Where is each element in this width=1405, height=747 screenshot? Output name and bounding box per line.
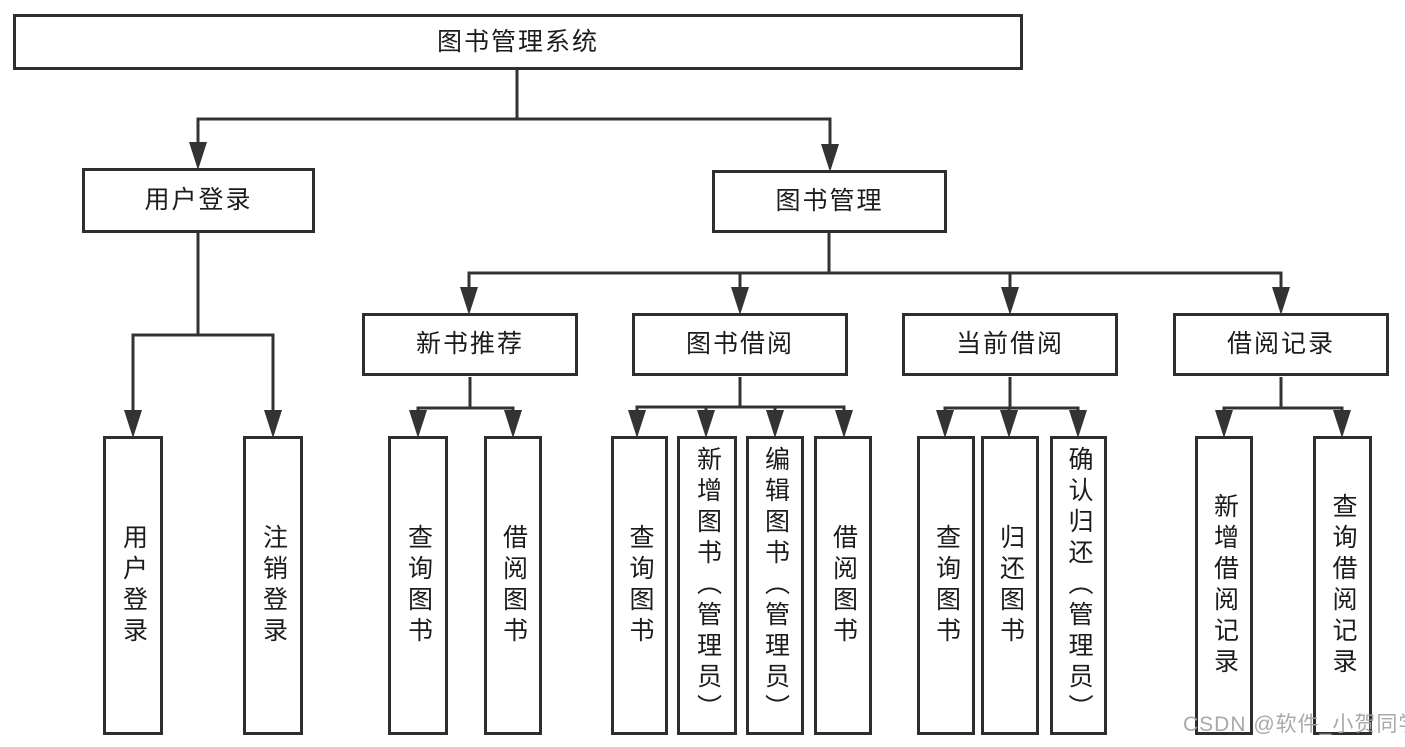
node-book-borrowing: 图书借阅 — [632, 313, 848, 376]
leaf-add-book-admin: 新增图书（管理员） — [677, 436, 737, 735]
leaf-user-login-label: 用户登录 — [119, 523, 148, 648]
node-book-borrowing-label: 图书借阅 — [685, 330, 794, 358]
leaf-query-books-recommend: 查询图书 — [388, 436, 448, 735]
leaf-query-books-current-label: 查询图书 — [932, 523, 961, 648]
node-book-management: 图书管理 — [712, 170, 947, 233]
leaf-borrow-books-recommend: 借阅图书 — [484, 436, 542, 735]
leaf-query-books-current: 查询图书 — [917, 436, 975, 735]
leaf-borrow-books-recommend-label: 借阅图书 — [499, 523, 528, 648]
leaf-query-borrow-record: 查询借阅记录 — [1313, 436, 1372, 735]
leaf-add-borrow-record: 新增借阅记录 — [1195, 436, 1253, 735]
leaf-query-books-borrowing-label: 查询图书 — [626, 523, 654, 648]
leaf-query-books-borrowing: 查询图书 — [611, 436, 668, 735]
leaf-logout-label: 注销登录 — [259, 523, 288, 648]
leaf-borrow-books-borrowing: 借阅图书 — [814, 436, 872, 735]
leaf-user-login: 用户登录 — [103, 436, 163, 735]
leaf-edit-book-admin: 编辑图书（管理员） — [746, 436, 804, 735]
leaf-return-book: 归还图书 — [981, 436, 1039, 735]
node-new-book-recommendation: 新书推荐 — [362, 313, 578, 376]
leaf-edit-book-admin-label: 编辑图书（管理员） — [761, 446, 790, 725]
leaf-query-books-recommend-label: 查询图书 — [404, 523, 433, 648]
leaf-add-book-admin-label: 新增图书（管理员） — [693, 446, 722, 725]
node-current-borrowing-label: 当前借阅 — [955, 330, 1064, 358]
node-new-book-recommendation-label: 新书推荐 — [415, 330, 524, 358]
leaf-borrow-books-borrowing-label: 借阅图书 — [829, 523, 858, 648]
leaf-logout: 注销登录 — [243, 436, 303, 735]
leaf-query-borrow-record-label: 查询借阅记录 — [1329, 492, 1357, 679]
node-current-borrowing: 当前借阅 — [902, 313, 1118, 376]
leaf-add-borrow-record-label: 新增借阅记录 — [1210, 492, 1239, 679]
node-root-label: 图书管理系统 — [436, 27, 599, 56]
watermark: CSDN @软件_小贺同学 — [1183, 713, 1405, 736]
arrowheads — [124, 142, 1351, 438]
node-borrowing-records: 借阅记录 — [1173, 313, 1389, 376]
node-borrowing-records-label: 借阅记录 — [1226, 330, 1335, 358]
node-root: 图书管理系统 — [13, 14, 1023, 70]
leaf-confirm-return-admin-label: 确认归还（管理员） — [1065, 446, 1093, 725]
node-user-login: 用户登录 — [82, 168, 315, 233]
node-book-management-label: 图书管理 — [775, 187, 884, 215]
leaf-confirm-return-admin: 确认归还（管理员） — [1050, 436, 1107, 735]
leaf-return-book-label: 归还图书 — [996, 523, 1025, 648]
node-user-login-label: 用户登录 — [144, 186, 253, 214]
